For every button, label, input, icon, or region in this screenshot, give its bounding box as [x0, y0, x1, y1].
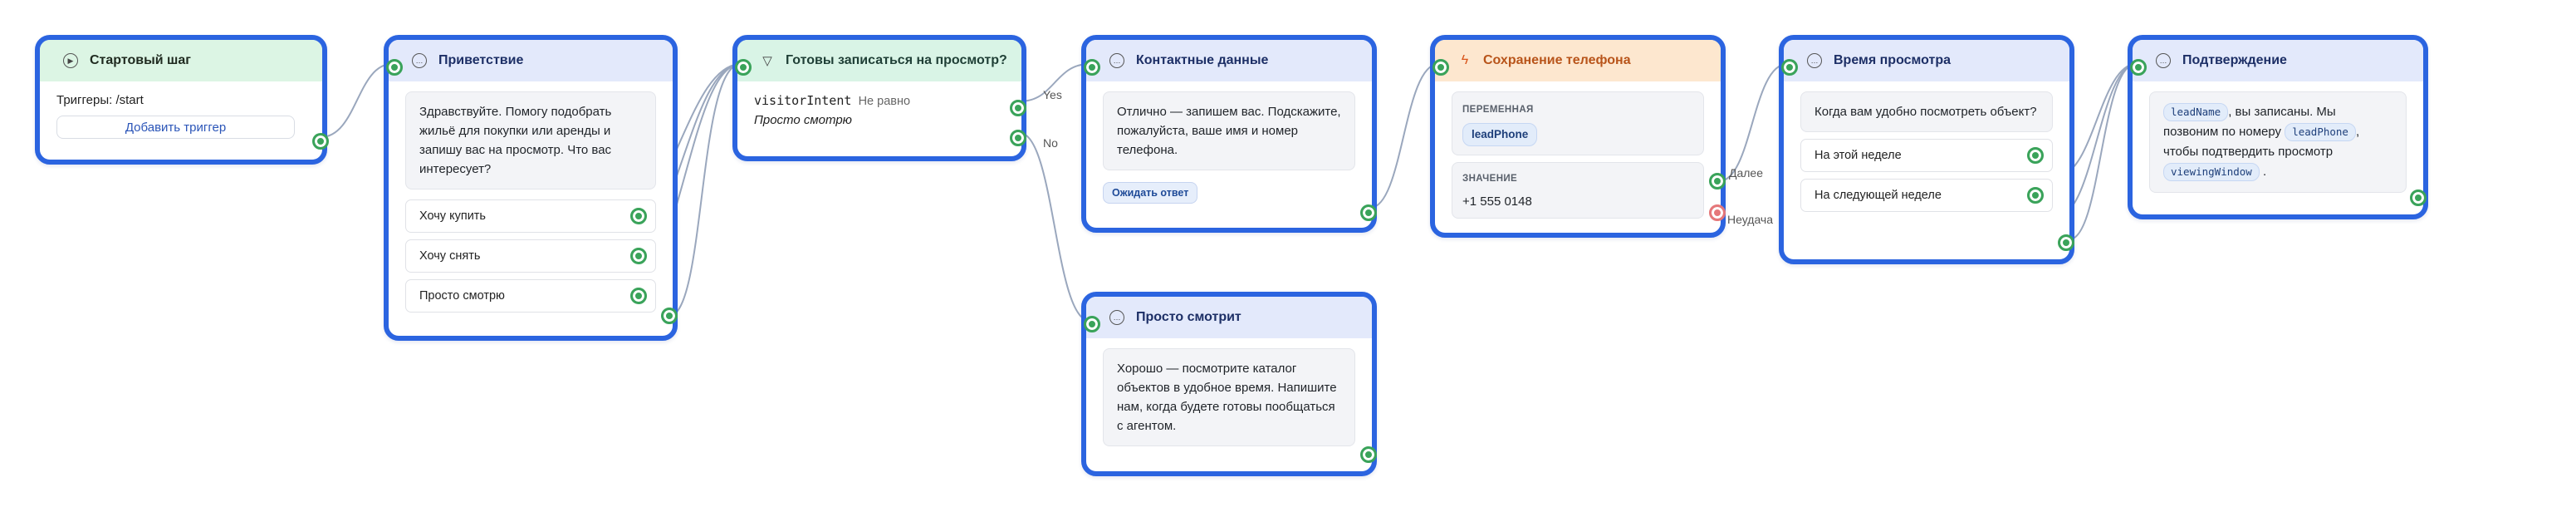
edge-start-greeting: [320, 63, 393, 138]
var-lead-phone: leadPhone: [2285, 123, 2356, 141]
filter-icon: ▽: [762, 54, 772, 68]
chat-bubble-icon: …: [412, 53, 427, 68]
condition-operator: Не равно: [858, 95, 911, 108]
confirm-text-1: , вы записаны. Мы позвоним по номеру: [2163, 105, 2336, 139]
greeting-option-browse[interactable]: Просто смотрю: [405, 279, 656, 313]
edge-greeting-out: [668, 63, 742, 317]
save-phone-fail-port[interactable]: [1709, 204, 1726, 221]
node-greeting-title: Приветствие: [438, 53, 524, 67]
node-save-phone[interactable]: ϟ Сохранение телефона ПЕРЕМЕННАЯ leadPho…: [1430, 35, 1726, 238]
node-save-phone-header[interactable]: ϟ Сохранение телефона: [1435, 40, 1721, 81]
node-condition-title: Готовы записаться на просмотр?: [786, 53, 1007, 67]
chat-bubble-icon: …: [1109, 310, 1124, 325]
option-output-port[interactable]: [2027, 147, 2044, 164]
node-greeting-input-port[interactable]: [386, 59, 403, 76]
confirm-text-2: , чтобы подтвердить просмотр: [2163, 125, 2360, 159]
node-greeting-output-port[interactable]: [661, 308, 678, 324]
node-condition-header[interactable]: ▽ Готовы записаться на просмотр?: [737, 40, 1021, 81]
node-confirm-header[interactable]: … Подтверждение: [2133, 40, 2423, 81]
triggers-text: Триггеры: /start: [56, 93, 144, 107]
option-output-port[interactable]: [630, 248, 647, 264]
option-output-port[interactable]: [630, 208, 647, 224]
node-greeting-header[interactable]: … Приветствие: [389, 40, 673, 81]
node-contact-input-port[interactable]: [1084, 59, 1100, 76]
variable-label: ПЕРЕМЕННАЯ: [1462, 105, 1534, 115]
option-output-port[interactable]: [630, 288, 647, 304]
node-browsing-title: Просто смотрит: [1136, 310, 1241, 324]
value-label: ЗНАЧЕНИЕ: [1462, 174, 1518, 184]
node-confirm[interactable]: … Подтверждение leadName, вы записаны. М…: [2128, 35, 2428, 219]
variable-panel: ПЕРЕМЕННАЯ leadPhone: [1452, 91, 1704, 155]
edge-condition-no: [1019, 132, 1090, 322]
node-viewing-time-title: Время просмотра: [1834, 53, 1952, 67]
chat-bubble-icon: …: [2156, 53, 2171, 68]
edge-save-time: [1718, 63, 1788, 182]
node-contact-header[interactable]: … Контактные данные: [1086, 40, 1372, 81]
viewing-time-message: Когда вам удобно посмотреть объект?: [1800, 91, 2053, 132]
add-trigger-button[interactable]: Добавить триггер: [56, 116, 295, 139]
node-save-phone-title: Сохранение телефона: [1483, 53, 1631, 67]
confirm-text-3: .: [2263, 165, 2267, 179]
node-browsing-header[interactable]: … Просто смотрит: [1086, 297, 1372, 338]
node-start-output-port[interactable]: [312, 133, 329, 150]
var-lead-name: leadName: [2163, 103, 2229, 121]
node-confirm-title: Подтверждение: [2182, 53, 2287, 67]
var-viewing-window: viewingWindow: [2163, 163, 2260, 181]
option-label: На следующей неделе: [1814, 189, 1942, 202]
node-condition-input-port[interactable]: [735, 59, 752, 76]
save-phone-next-port[interactable]: [1709, 173, 1726, 190]
edge-time-out: [2069, 63, 2137, 240]
node-save-phone-input-port[interactable]: [1432, 59, 1449, 76]
lightning-icon: ϟ: [1461, 53, 1469, 67]
node-contact[interactable]: … Контактные данные Отлично — запишем ва…: [1081, 35, 1377, 233]
add-trigger-label: Добавить триггер: [125, 120, 227, 135]
node-contact-title: Контактные данные: [1136, 53, 1269, 67]
condition-no-port[interactable]: [1010, 130, 1026, 146]
browsing-message: Хорошо — посмотрите каталог объектов в у…: [1103, 348, 1355, 446]
confirm-message: leadName, вы записаны. Мы позвоним по но…: [2149, 91, 2407, 193]
node-browsing-output-port[interactable]: [1360, 446, 1377, 463]
node-greeting[interactable]: … Приветствие Здравствуйте. Помогу подоб…: [384, 35, 678, 341]
condition-yes-port[interactable]: [1010, 100, 1026, 116]
node-browsing-input-port[interactable]: [1084, 316, 1100, 332]
value-text: +1 555 0148: [1462, 194, 1532, 209]
node-browsing[interactable]: … Просто смотрит Хорошо — посмотрите кат…: [1081, 292, 1377, 476]
edge-label-fail: Неудача: [1727, 213, 1774, 226]
viewing-option-this-week[interactable]: На этой неделе: [1800, 139, 2053, 172]
node-confirm-output-port[interactable]: [2410, 190, 2427, 206]
greeting-option-rent[interactable]: Хочу снять: [405, 239, 656, 273]
option-output-port[interactable]: [2027, 187, 2044, 204]
node-start-header[interactable]: ▶ Стартовый шаг: [40, 40, 322, 81]
edge-contact-save: [1369, 63, 1439, 209]
node-contact-output-port[interactable]: [1360, 204, 1377, 221]
contact-message: Отлично — запишем вас. Подскажите, пожал…: [1103, 91, 1355, 170]
option-label: Хочу купить: [419, 209, 486, 223]
condition-variable: visitorIntent: [754, 93, 852, 108]
chat-bubble-icon: …: [1807, 53, 1822, 68]
greeting-option-buy[interactable]: Хочу купить: [405, 199, 656, 233]
await-response-badge[interactable]: Ожидать ответ: [1103, 182, 1198, 204]
node-condition[interactable]: ▽ Готовы записаться на просмотр? visitor…: [732, 35, 1026, 161]
node-viewing-time-output-port[interactable]: [2058, 234, 2074, 251]
node-start-title: Стартовый шаг: [90, 53, 191, 67]
node-start[interactable]: ▶ Стартовый шаг Триггеры: /start Добавит…: [35, 35, 329, 165]
play-circle-icon: ▶: [63, 53, 78, 68]
greeting-message: Здравствуйте. Помогу подобрать жильё для…: [405, 91, 656, 190]
viewing-option-next-week[interactable]: На следующей неделе: [1800, 179, 2053, 212]
value-panel: ЗНАЧЕНИЕ +1 555 0148: [1452, 162, 1704, 219]
option-label: Хочу снять: [419, 249, 481, 263]
condition-value: Просто смотрю: [754, 113, 852, 127]
option-label: Просто смотрю: [419, 289, 505, 303]
edge-label-yes: Yes: [1043, 88, 1062, 101]
node-confirm-input-port[interactable]: [2130, 59, 2147, 76]
node-viewing-time-header[interactable]: … Время просмотра: [1784, 40, 2069, 81]
node-viewing-time-input-port[interactable]: [1781, 59, 1798, 76]
option-label: На этой неделе: [1814, 149, 1902, 162]
edge-label-next: Далее: [1729, 166, 1764, 180]
chat-bubble-icon: …: [1109, 53, 1124, 68]
node-viewing-time[interactable]: … Время просмотра Когда вам удобно посмо…: [1779, 35, 2074, 264]
edge-label-no: No: [1043, 136, 1058, 150]
variable-tag[interactable]: leadPhone: [1462, 123, 1538, 146]
